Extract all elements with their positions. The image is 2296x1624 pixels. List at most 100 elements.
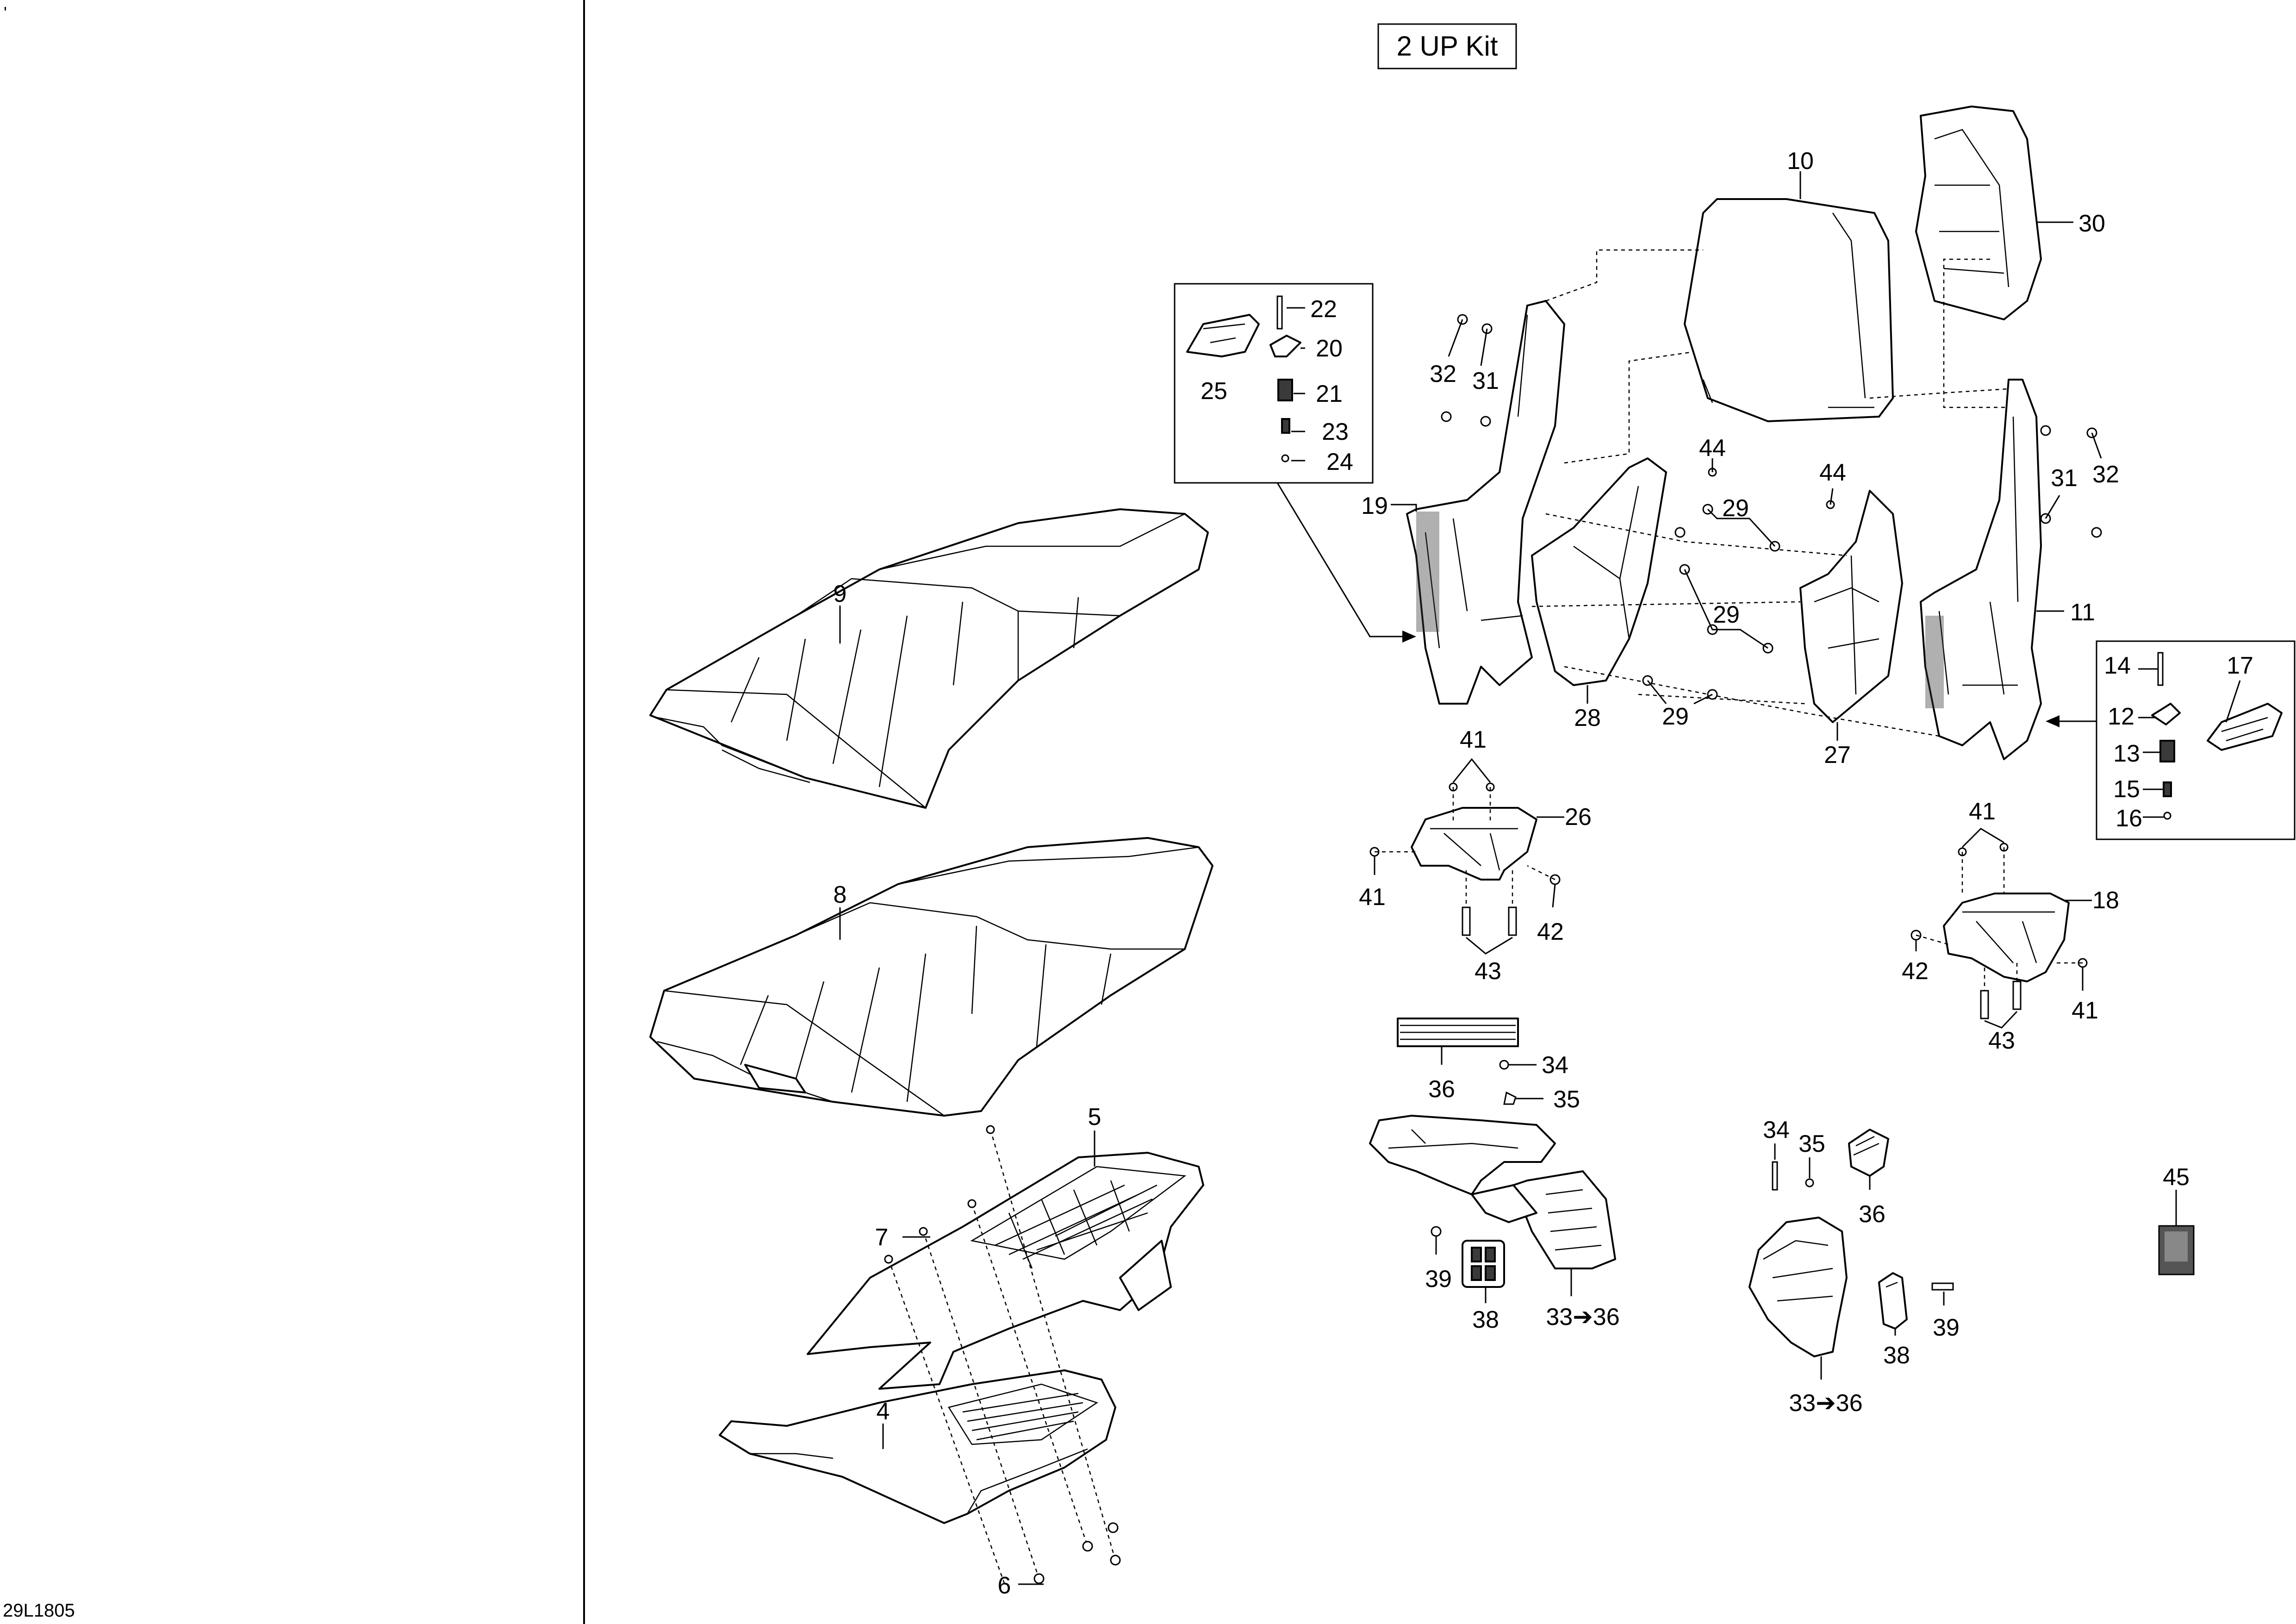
leader-29a: [1707, 508, 1776, 547]
callout-29b: 29: [1713, 601, 1740, 628]
callout-29a: 29: [1722, 495, 1749, 522]
bracket-18: [1943, 893, 2070, 982]
leader-43b: [1984, 1011, 2018, 1029]
callout-21: 21: [1316, 381, 1343, 407]
part-14: [2157, 652, 2164, 686]
callout-34a: 34: [1542, 1052, 1568, 1079]
callout-22: 22: [1310, 296, 1337, 323]
side-panel-27: [1799, 490, 1903, 723]
callout-41b: 41: [1359, 884, 1386, 911]
callout-38b: 38: [1883, 1342, 1910, 1369]
part-15: [2163, 781, 2172, 797]
callout-43b: 43: [1988, 1027, 2015, 1054]
inset-box-right: [2096, 640, 2296, 840]
callout-39b: 39: [1933, 1314, 1960, 1341]
callout-39a: 39: [1425, 1266, 1452, 1293]
screw-39-left: [1431, 1226, 1442, 1237]
callout-17: 17: [2227, 652, 2253, 679]
callout-32a: 32: [1430, 361, 1456, 387]
part-12: [2151, 703, 2181, 725]
callout-14: 14: [2104, 652, 2131, 679]
callout-11: 11: [2070, 599, 2095, 626]
leader-43a: [1466, 937, 1513, 955]
callout-29c: 29: [1662, 703, 1689, 730]
inset-arrow-left: [1276, 482, 1407, 637]
callout-15: 15: [2113, 776, 2140, 803]
callout-31b: 31: [2051, 465, 2078, 492]
leader-32b: [2091, 432, 2102, 459]
hardware-screws: [1441, 314, 2102, 700]
part-16: [2163, 812, 2172, 820]
backrest-10: [1684, 198, 1894, 422]
callout-24: 24: [1326, 449, 1353, 475]
bracket-18-hardware: [1910, 843, 2088, 1019]
bracket-26-hardware: [1369, 782, 1561, 936]
side-panel-28: [1531, 457, 1667, 686]
nut-35: [1503, 1091, 1517, 1105]
callout-9: 9: [834, 581, 847, 607]
callout-42b: 42: [1902, 958, 1929, 985]
seat-8: [649, 837, 1213, 1117]
callout-41a: 41: [1460, 726, 1487, 753]
arrowhead-right: [2046, 715, 2060, 727]
washer-34: [1499, 1060, 1509, 1070]
callout-36b: 36: [1859, 1201, 1885, 1228]
leader-41c: [1961, 828, 2004, 848]
callout-4: 4: [877, 1398, 890, 1425]
screw-34-right: [1772, 1161, 1778, 1191]
seat-9: [649, 508, 1209, 809]
callout-6: 6: [998, 1572, 1011, 1599]
callout-44a: 44: [1699, 435, 1726, 462]
leader-32a: [1448, 319, 1463, 357]
nut-35-right: [1805, 1178, 1814, 1187]
callout-44b: 44: [1819, 459, 1846, 486]
arrowhead-left: [1402, 631, 1416, 643]
callout-5: 5: [1088, 1104, 1101, 1131]
part-24: [1281, 454, 1289, 462]
callout-23: 23: [1322, 418, 1349, 445]
part-13: [2159, 740, 2175, 762]
callout-33b: 33➔36: [1789, 1390, 1862, 1417]
callout-38a: 38: [1472, 1306, 1499, 1333]
fastener-lines-6-7: [884, 1125, 1121, 1584]
part-20: [1269, 335, 1301, 357]
callout-28: 28: [1574, 705, 1601, 731]
seat-base-5: [807, 1152, 1204, 1390]
callout-18: 18: [2092, 887, 2119, 914]
leader-44b: [1829, 488, 1834, 505]
bracket-26: [1411, 807, 1537, 881]
callout-33a: 33➔36: [1546, 1304, 1619, 1330]
part-21: [1277, 379, 1293, 401]
callout-32b: 32: [2092, 461, 2119, 488]
switch-38-right: [1878, 1272, 1908, 1330]
callout-36a: 36: [1428, 1076, 1455, 1103]
part-22: [1276, 295, 1283, 330]
leader-31a: [1480, 328, 1488, 366]
callout-41c: 41: [1969, 798, 1996, 825]
leader-31b: [2045, 495, 2060, 519]
support-19: [1406, 300, 1565, 705]
callout-43a: 43: [1475, 958, 1501, 985]
grip-36-left: [1397, 1018, 1519, 1047]
seat-base-4: [719, 1369, 1116, 1524]
tick-mark: ': [4, 3, 7, 22]
decal-45: [2158, 1225, 2195, 1275]
part-25: [1186, 314, 1260, 357]
callout-16: 16: [2116, 805, 2142, 832]
callout-35b: 35: [1798, 1131, 1825, 1157]
leader-41a: [1452, 758, 1491, 783]
part-23: [1281, 418, 1290, 434]
callout-31a: 31: [1472, 368, 1499, 394]
part-17: [2207, 703, 2283, 751]
callout-27: 27: [1824, 742, 1851, 768]
callout-30: 30: [2078, 210, 2105, 237]
backrest-cover-30: [1915, 106, 2042, 320]
leader-19: [1391, 504, 1417, 512]
callout-10: 10: [1787, 148, 1814, 175]
grab-handle-33-right: [1748, 1217, 1848, 1357]
callout-42a: 42: [1537, 918, 1564, 945]
support-11: [1920, 379, 2042, 760]
callout-41d: 41: [2072, 997, 2098, 1024]
leader-42a: [1552, 884, 1556, 908]
callout-13: 13: [2113, 740, 2140, 767]
